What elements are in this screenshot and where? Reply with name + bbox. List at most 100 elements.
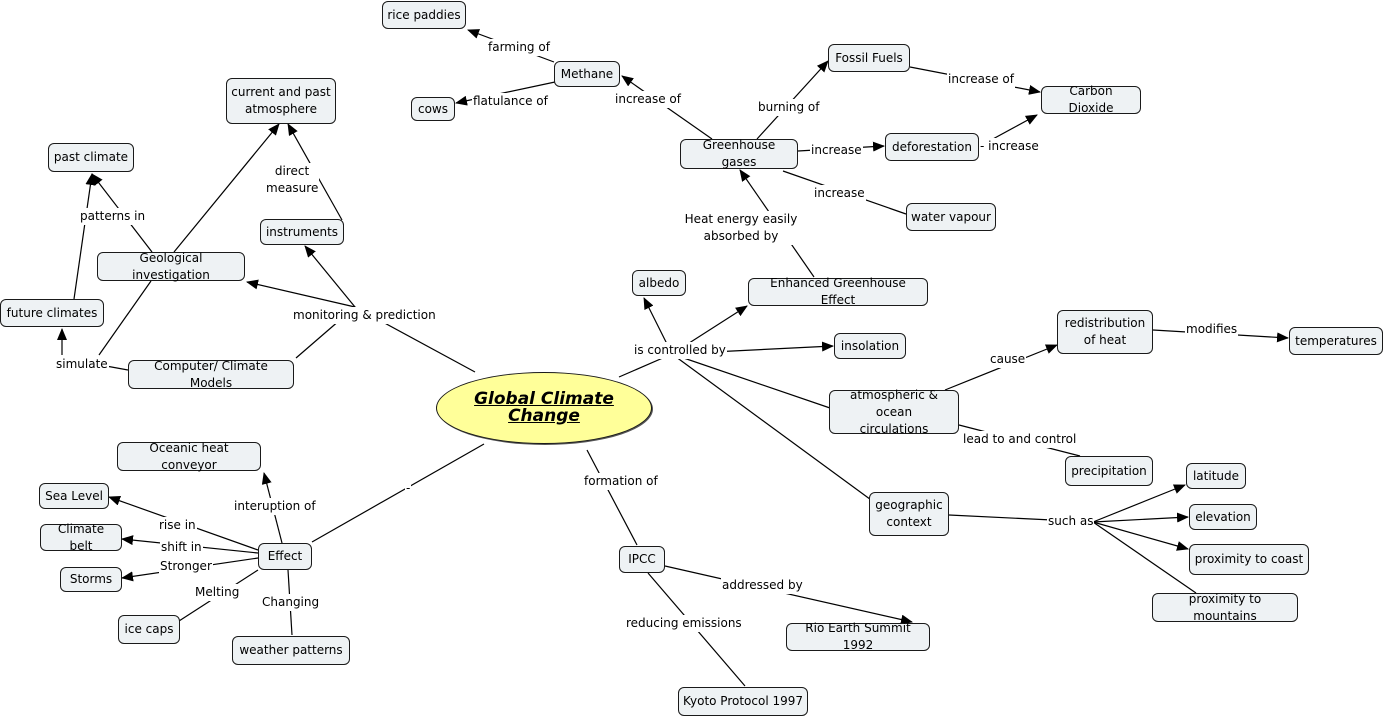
node-label: Oceanic heat conveyor xyxy=(149,440,229,472)
edge-simulate-geological xyxy=(98,280,152,356)
node-label: past climate xyxy=(53,150,129,164)
node-instruments[interactable]: instruments xyxy=(260,219,344,245)
node-latitude[interactable]: latitude xyxy=(1186,463,1246,489)
link-label-effect: - xyxy=(405,480,412,497)
node-elevation[interactable]: elevation xyxy=(1189,504,1257,530)
node-carbon-dioxide[interactable]: Carbon Dioxide xyxy=(1041,84,1141,115)
node-label: atmospheric & ocean circulations xyxy=(850,387,938,436)
node-proximity-to-coast[interactable]: proximity to coast xyxy=(1189,544,1309,575)
node-label: Fossil Fuels xyxy=(835,50,903,65)
node-label: geographic context xyxy=(875,498,943,529)
node-label: water vapour xyxy=(911,209,991,224)
node-label: proximity to coast xyxy=(1194,552,1304,566)
link-label-increase-of-methane: increase of xyxy=(614,91,682,108)
node-enhanced-greenhouse-effect[interactable]: Enhanced Greenhouse Effect xyxy=(748,276,928,307)
node-label: rice paddies xyxy=(387,7,461,22)
node-redistribution-of-heat[interactable]: redistribution of heat xyxy=(1057,310,1153,354)
node-label: albedo xyxy=(638,275,680,290)
node-ice-caps[interactable]: ice caps xyxy=(118,615,180,644)
node-insolation[interactable]: insolation xyxy=(834,333,906,359)
node-albedo[interactable]: albedo xyxy=(632,270,686,296)
link-label-formation-of: formation of xyxy=(583,473,659,490)
node-label: Enhanced Greenhouse Effect xyxy=(770,276,906,307)
node-label: current and past atmosphere xyxy=(231,85,331,116)
node-label: Greenhouse gases xyxy=(702,138,776,169)
node-label: precipitation xyxy=(1071,463,1147,478)
link-label-increase-water-vapour: increase xyxy=(813,185,866,202)
node-label: elevation xyxy=(1195,509,1251,524)
node-label: Climate belt xyxy=(57,521,105,553)
edge-controlled-circulations xyxy=(671,353,831,409)
link-label-cause: cause xyxy=(989,351,1027,368)
node-label: redistribution of heat xyxy=(1064,316,1146,347)
link-label-heat-energy-absorbed: Heat energy easily absorbed by xyxy=(682,211,800,245)
link-label-monitoring-prediction: monitoring & prediction xyxy=(292,307,437,324)
link-label-simulate: simulate xyxy=(55,356,109,373)
node-label: Sea Level xyxy=(45,488,103,503)
node-geographic-context[interactable]: geographic context xyxy=(869,492,949,536)
node-proximity-to-mountains[interactable]: proximity to mountains xyxy=(1152,592,1298,623)
node-label: insolation xyxy=(840,338,900,353)
edge-controlled-geographic xyxy=(671,353,879,506)
link-label-farming-of: farming of xyxy=(487,39,551,56)
link-label-direct-measure: direct measure xyxy=(265,163,319,197)
node-future-climates[interactable]: future climates xyxy=(0,299,104,327)
node-precipitation[interactable]: precipitation xyxy=(1065,456,1153,486)
node-label: ice caps xyxy=(124,622,174,636)
link-label-modifies: modifies xyxy=(1185,321,1239,338)
node-temperatures[interactable]: temperatures xyxy=(1289,327,1383,355)
edge-such-as-latitude xyxy=(1092,484,1186,523)
node-label: Geological investigation xyxy=(132,250,210,282)
link-label-increase-of-co2: increase of xyxy=(947,71,1015,88)
link-label-addressed-by: addressed by xyxy=(721,577,804,594)
link-label-melting: Melting xyxy=(194,584,241,601)
node-label: latitude xyxy=(1192,468,1240,483)
link-label-patterns-in: patterns in xyxy=(79,208,147,225)
node-global-climate-change[interactable]: Global Climate Change xyxy=(436,372,652,444)
node-weather-patterns[interactable]: weather patterns xyxy=(232,636,350,665)
node-oceanic-heat-conveyor[interactable]: Oceanic heat conveyor xyxy=(117,440,261,472)
node-label: Effect xyxy=(267,549,303,563)
node-kyoto-protocol[interactable]: Kyoto Protocol 1997 xyxy=(678,687,808,716)
link-label-stronger: Stronger xyxy=(159,558,213,575)
node-methane[interactable]: Methane xyxy=(554,61,620,87)
node-label: Kyoto Protocol 1997 xyxy=(683,694,804,708)
node-deforestation[interactable]: deforestation xyxy=(885,133,979,161)
edge-such-as-coast xyxy=(1092,521,1189,551)
link-label-flatulance-of: flatulance of xyxy=(472,93,549,110)
node-greenhouse-gases[interactable]: Greenhouse gases xyxy=(680,138,798,169)
edge-monitoring-geological xyxy=(246,279,356,308)
edge-future-past-climate xyxy=(73,173,96,300)
node-fossil-fuels[interactable]: Fossil Fuels xyxy=(828,44,910,72)
edge-such-as-mountains xyxy=(1092,521,1197,594)
link-label-rise-in: rise in xyxy=(158,517,197,534)
link-label-is-controlled-by: is controlled by xyxy=(633,342,727,359)
node-computer-climate-models[interactable]: Computer/ Climate Models xyxy=(128,359,294,390)
node-atmospheric-ocean-circulations[interactable]: atmospheric & ocean circulations xyxy=(829,388,959,436)
node-geological-investigation[interactable]: Geological investigation xyxy=(97,250,245,282)
node-ipcc[interactable]: IPCC xyxy=(619,546,665,573)
node-label: Global Climate Change xyxy=(474,389,614,426)
node-past-climate[interactable]: past climate xyxy=(48,143,134,172)
node-label: weather patterns xyxy=(239,643,343,657)
node-label: IPCC xyxy=(628,552,656,566)
link-label-interuption-of: interuption of xyxy=(233,498,317,515)
edge-simulate-models xyxy=(105,365,129,371)
node-label: Carbon Dioxide xyxy=(1068,84,1114,115)
node-effect[interactable]: Effect xyxy=(258,543,312,570)
node-current-past-atmosphere[interactable]: current and past atmosphere xyxy=(226,78,336,124)
node-water-vapour[interactable]: water vapour xyxy=(906,203,996,231)
node-cows[interactable]: cows xyxy=(411,97,455,121)
edge-center-effect xyxy=(311,443,485,543)
node-sea-level[interactable]: Sea Level xyxy=(39,483,109,509)
node-rio-earth-summit[interactable]: Rio Earth Summit 1992 xyxy=(786,621,930,652)
node-storms[interactable]: Storms xyxy=(60,567,122,592)
link-label-increase-deforestation: increase xyxy=(810,142,863,159)
node-rice-paddies[interactable]: rice paddies xyxy=(382,1,466,29)
edge-ipcc-rio xyxy=(664,565,913,625)
link-label-shift-in: shift in xyxy=(160,539,203,556)
link-label-reducing-emissions: reducing emissions xyxy=(625,615,743,632)
node-climate-belt[interactable]: Climate belt xyxy=(40,522,122,553)
edge-center-ipcc xyxy=(586,449,638,546)
